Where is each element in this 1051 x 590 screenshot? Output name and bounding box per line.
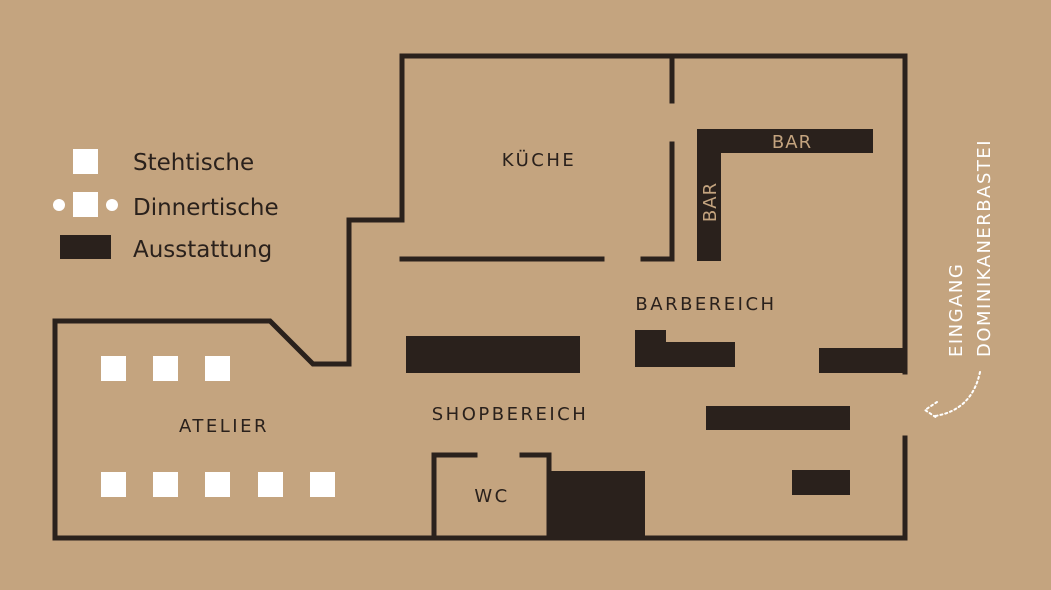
legend-furnishing-icon <box>60 235 111 259</box>
kitchen-divider-lower <box>640 141 675 262</box>
walls <box>52 53 908 541</box>
standing-table <box>205 472 230 497</box>
standing-tables <box>101 356 335 497</box>
storage-block <box>551 471 645 538</box>
room-label-wc: WC <box>474 486 509 507</box>
legend-dinner-table-icon <box>73 192 98 217</box>
standing-table <box>153 356 178 381</box>
room-labels: KÜCHE BARBEREICH SHOPBEREICH ATELIER WC <box>179 149 776 507</box>
entrance-line-2: DOMINIKANERBASTEI <box>974 139 995 357</box>
legend-standing-tables-label: Stehtische <box>133 150 254 176</box>
bar-label-vertical: BAR <box>700 182 721 222</box>
bar-counter-vertical <box>697 129 721 261</box>
bar-label-horizontal: BAR <box>772 132 812 153</box>
wc-wall <box>431 452 478 541</box>
legend: Stehtische Dinnertische Ausstattung <box>53 149 279 263</box>
standing-table <box>153 472 178 497</box>
bar-counter-horizontal <box>697 129 873 153</box>
legend-standing-table-icon <box>73 149 98 174</box>
standing-table <box>258 472 283 497</box>
room-label-atelier: ATELIER <box>179 416 269 437</box>
standing-table <box>205 356 230 381</box>
standing-table <box>310 472 335 497</box>
bar-area-block <box>635 330 666 367</box>
legend-dinner-chair-right-icon <box>106 199 118 211</box>
shop-bench <box>706 406 850 430</box>
bar-counter <box>697 129 873 261</box>
legend-furnishings-label: Ausstattung <box>133 237 272 263</box>
standing-table <box>101 356 126 381</box>
furnishings <box>406 330 905 538</box>
room-label-bar-area: BARBEREICH <box>635 294 776 315</box>
legend-dinner-tables-label: Dinnertische <box>133 195 279 221</box>
standing-table <box>101 472 126 497</box>
room-label-kitchen: KÜCHE <box>502 149 576 171</box>
shop-counter <box>406 336 580 373</box>
entrance-arrow-icon <box>923 371 981 419</box>
outer-wall <box>52 53 908 541</box>
entrance-line-1: EINGANG <box>946 263 967 357</box>
bar-area-wall-bench <box>819 348 905 373</box>
legend-dinner-chair-left-icon <box>53 199 65 211</box>
bar-area-bench <box>666 342 735 367</box>
shop-small-block <box>792 470 850 495</box>
room-label-shop-area: SHOPBEREICH <box>432 404 589 425</box>
wc-wall-right <box>519 452 552 541</box>
entrance-label: EINGANG DOMINIKANERBASTEI <box>946 139 995 357</box>
